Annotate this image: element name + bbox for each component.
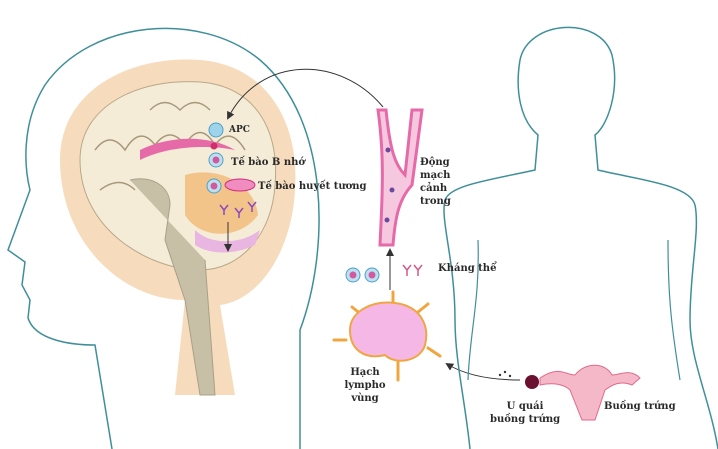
- label-artery-line: mạch: [420, 170, 451, 181]
- label-lymph-line: lympho: [344, 380, 386, 391]
- label-artery-line: cảnh: [420, 183, 448, 194]
- label-teratoma-line: U quái: [506, 401, 544, 412]
- teratoma: [525, 375, 539, 389]
- label-antibody: Kháng thể: [438, 263, 497, 274]
- label-lymph-node: Hạch lympho vùng: [340, 366, 390, 405]
- uterus-ovaries: [498, 364, 641, 421]
- arrow-tumor-to-lymph: [445, 362, 521, 381]
- antibody-cells: [345, 264, 423, 283]
- brain-cells: [206, 122, 257, 218]
- label-artery: Động mạch cảnh trong: [420, 156, 451, 208]
- label-ovary: Buồng trứng: [604, 401, 676, 412]
- label-lymph-line: vùng: [351, 393, 379, 404]
- head-silhouette: [7, 27, 320, 449]
- label-artery-line: trong: [420, 196, 451, 207]
- label-plasma-cell: Tế bào huyết tương: [258, 181, 367, 192]
- label-memory-b-cell: Tế bào B nhớ: [231, 157, 306, 168]
- label-apc: APC: [229, 125, 250, 135]
- label-teratoma: U quái buồng trứng: [490, 400, 560, 426]
- label-lymph-line: Hạch: [350, 367, 380, 378]
- body-silhouette: [443, 26, 718, 449]
- label-artery-line: Động: [420, 157, 450, 168]
- arrow-artery-to-brain: [227, 68, 384, 120]
- carotid-artery: [376, 108, 424, 247]
- label-teratoma-line: buồng trứng: [490, 414, 561, 425]
- lymph-node: [332, 290, 442, 382]
